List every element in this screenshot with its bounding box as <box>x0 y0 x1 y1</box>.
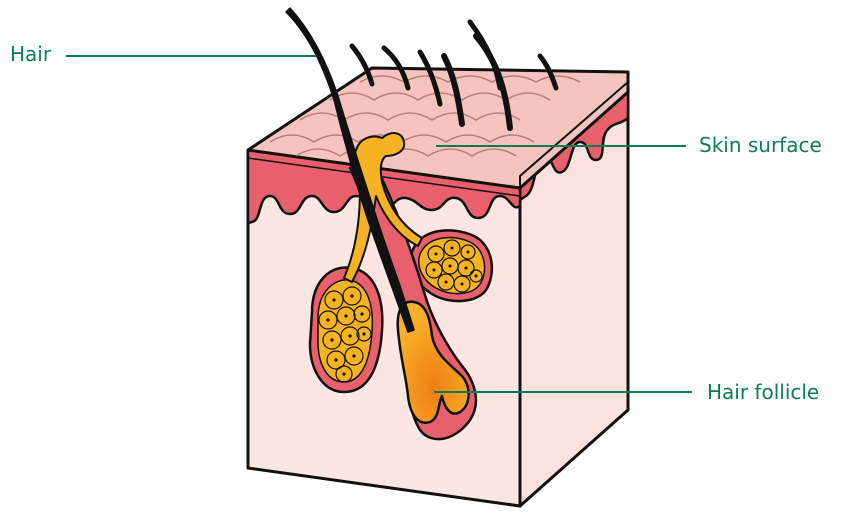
skin-surface-label: Skin surface <box>699 135 822 155</box>
hair-label: Hair <box>10 44 51 64</box>
hair-follicle-label: Hair follicle <box>707 382 819 402</box>
left-sebaceous-gland <box>310 267 382 392</box>
